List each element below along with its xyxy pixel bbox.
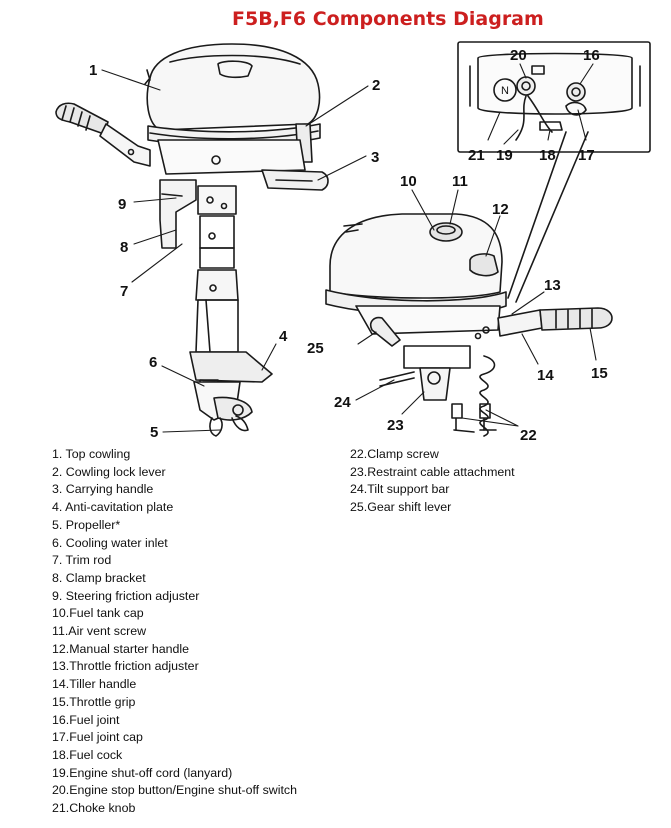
- callout-15: 15: [591, 365, 608, 382]
- legend-item: 18.Fuel cock: [52, 747, 123, 762]
- callout-17: 17: [578, 147, 595, 164]
- leader-lines: [101, 63, 597, 433]
- legend-item: 19.Engine shut-off cord (lanyard): [52, 765, 233, 780]
- legend-item: 8. Clamp bracket: [52, 570, 146, 585]
- callout-16: 16: [583, 47, 600, 64]
- legend-item: 14.Tiller handle: [52, 677, 137, 692]
- legend-item: 24.Tilt support bar: [350, 482, 450, 497]
- legend-item: 7. Trim rod: [52, 553, 112, 568]
- legend-item: 17.Fuel joint cap: [52, 730, 143, 745]
- diagram-title: F5B,F6 Components Diagram: [232, 8, 544, 30]
- callout-23: 23: [387, 417, 404, 434]
- callout-9: 9: [118, 196, 126, 213]
- control-panel-inset: N: [457, 41, 651, 153]
- callout-8: 8: [120, 239, 128, 256]
- components-diagram: N: [55, 41, 651, 440]
- legend-item: 9. Steering friction adjuster: [52, 588, 200, 603]
- legend-item: 25.Gear shift lever: [350, 500, 452, 515]
- legend-item: 3. Carrying handle: [52, 482, 154, 497]
- right-outboard-motor: [325, 131, 613, 437]
- legend-item: 15.Throttle grip: [52, 694, 136, 709]
- legend-item: 13.Throttle friction adjuster: [52, 659, 199, 674]
- legend-item: 16.Fuel joint: [52, 712, 120, 727]
- callout-4: 4: [279, 328, 288, 345]
- legend-item: 10.Fuel tank cap: [52, 606, 144, 621]
- callout-20: 20: [510, 47, 527, 64]
- left-outboard-motor: [55, 43, 329, 437]
- legend-item: 1. Top cowling: [52, 447, 131, 461]
- legend-item: 22.Clamp screw: [350, 447, 439, 461]
- callout-14: 14: [537, 367, 554, 384]
- legend-item: 6. Cooling water inlet: [52, 535, 168, 550]
- legend-item: 23.Restraint cable attachment: [350, 464, 515, 479]
- legend-item: 4. Anti-cavitation plate: [52, 500, 174, 515]
- legend-item: 21.Choke knob: [52, 801, 136, 816]
- legend-item: 2. Cowling lock lever: [52, 464, 166, 479]
- callout-18: 18: [539, 147, 556, 164]
- legend-item: 20.Engine stop button/Engine shut-off sw…: [52, 783, 297, 798]
- callout-11: 11: [452, 173, 468, 190]
- legend-right-column: 22.Clamp screw 23.Restraint cable attach…: [350, 446, 515, 517]
- callout-22: 22: [520, 427, 537, 440]
- callout-5: 5: [150, 424, 158, 440]
- callout-labels: 1 2 3 4 5 6 7 8 9 10 11 12 13 14 15 16 1…: [89, 47, 608, 440]
- callout-24: 24: [334, 394, 351, 411]
- callout-12: 12: [492, 201, 509, 218]
- callout-1: 1: [89, 62, 97, 79]
- svg-text:N: N: [501, 85, 509, 97]
- legend-item: 12.Manual starter handle: [52, 641, 190, 656]
- callout-7: 7: [120, 283, 128, 300]
- legend-item: 5. Propeller*: [52, 517, 121, 532]
- callout-25: 25: [307, 340, 324, 357]
- legend-left-column: 1. Top cowling 2. Cowling lock lever 3. …: [52, 446, 297, 818]
- callout-6: 6: [149, 354, 157, 371]
- callout-21: 21: [468, 147, 485, 164]
- callout-13: 13: [544, 277, 561, 294]
- legend-item: 11.Air vent screw: [52, 624, 147, 639]
- callout-19: 19: [496, 147, 513, 164]
- callout-2: 2: [372, 77, 380, 94]
- callout-3: 3: [371, 149, 379, 166]
- callout-10: 10: [400, 173, 417, 190]
